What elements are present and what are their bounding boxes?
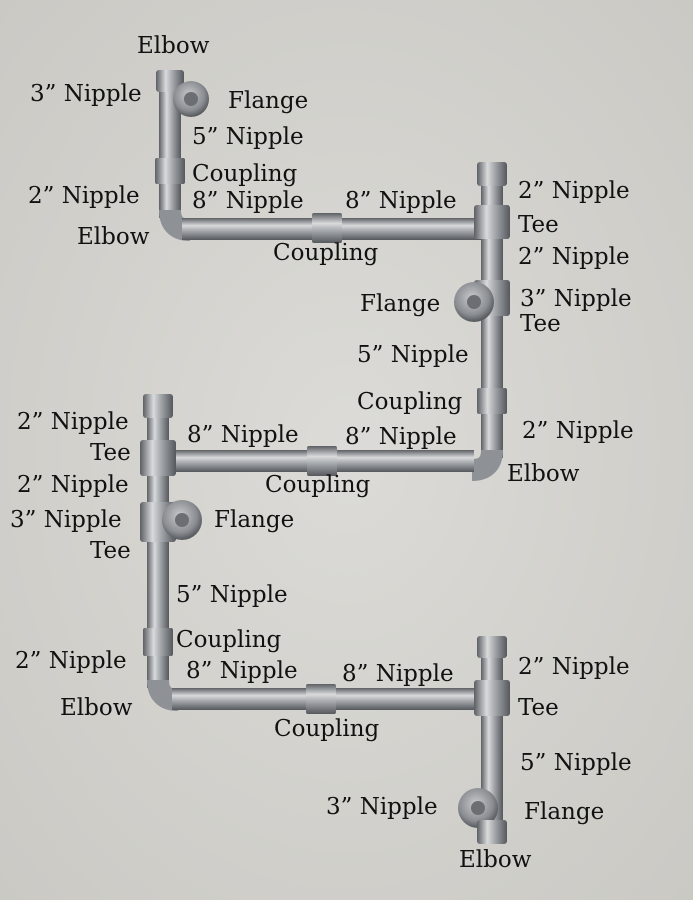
pipe-run-right-lower	[458, 636, 510, 844]
label-top-coupling-h: Coupling	[273, 240, 379, 266]
r1-tee-top-fitting	[474, 205, 510, 239]
label-r2-flange: Flange	[524, 799, 605, 825]
label-l-coupling: Coupling	[176, 627, 282, 653]
label-r2-2-nipple: 2” Nipple	[518, 654, 630, 680]
mid-coupling-fitting	[307, 446, 337, 476]
label-bot-8-nipple-left: 8” Nipple	[186, 658, 298, 684]
label-mid-elbow: Elbow	[507, 461, 580, 487]
l-coupling-fitting	[143, 628, 173, 656]
label-r1-tee-mid: Tee	[520, 311, 561, 337]
label-mid-coupling: Coupling	[265, 472, 371, 498]
r2-elbow-fitting	[477, 820, 507, 844]
label-r1-coupling: Coupling	[357, 389, 463, 415]
label-top-elbow: Elbow	[137, 33, 210, 59]
label-bot-elbow-left: Elbow	[60, 695, 133, 721]
label-r2-tee: Tee	[518, 695, 559, 721]
label-top-8-nipple-left: 8” Nipple	[192, 188, 304, 214]
label-r2-3-nipple: 3” Nipple	[326, 794, 438, 820]
bot-coupling-fitting	[306, 684, 336, 714]
label-r2-elbow: Elbow	[459, 847, 532, 873]
label-r1-2-nipple-bottom: 2” Nipple	[522, 418, 634, 444]
label-top-2-nipple-left: 2” Nipple	[28, 183, 140, 209]
label-r1-2-nipple-mid: 2” Nipple	[518, 244, 630, 270]
label-mid-8-nipple-left: 8” Nipple	[187, 422, 299, 448]
label-r1-3-nipple: 3” Nipple	[520, 286, 632, 312]
pipe-run-right-upper	[454, 162, 510, 458]
label-r1-flange: Flange	[360, 291, 441, 317]
pipe-run-top	[159, 209, 492, 243]
label-l-2-nipple-bottom: 2” Nipple	[15, 648, 127, 674]
label-l-tee-top: Tee	[90, 440, 131, 466]
label-top-5-nipple: 5” Nipple	[192, 124, 304, 150]
label-l-2-nipple-mid: 2” Nipple	[17, 472, 129, 498]
label-mid-8-nipple-right: 8” Nipple	[345, 424, 457, 450]
label-top-8-nipple-right: 8” Nipple	[345, 188, 457, 214]
label-l-5-nipple: 5” Nipple	[176, 582, 288, 608]
pipe-run-middle	[164, 446, 503, 481]
label-l-tee-mid: Tee	[90, 538, 131, 564]
label-r1-2-nipple-top: 2” Nipple	[518, 178, 630, 204]
top-coupling-fitting	[155, 158, 185, 184]
l-tee-top-fitting	[140, 440, 176, 476]
label-r1-tee-top: Tee	[518, 212, 559, 238]
label-top-elbow-left: Elbow	[77, 224, 150, 250]
pipe-run-bottom	[147, 679, 490, 714]
r2-tee-fitting	[474, 680, 510, 716]
label-r1-5-nipple: 5” Nipple	[357, 342, 469, 368]
label-l-flange: Flange	[214, 507, 295, 533]
label-top-flange: Flange	[228, 88, 309, 114]
r1-coupling-fitting	[477, 388, 507, 414]
label-r2-5-nipple: 5” Nipple	[520, 750, 632, 776]
label-l-3-nipple: 3” Nipple	[10, 507, 122, 533]
top-coupling-h-fitting	[312, 213, 342, 243]
label-top-3-nipple: 3” Nipple	[30, 81, 142, 107]
label-l-2-nipple-top: 2” Nipple	[17, 409, 129, 435]
pipe-run-left	[140, 394, 202, 688]
top-elbow-fitting	[156, 70, 184, 92]
label-bot-coupling: Coupling	[274, 716, 380, 742]
label-bot-8-nipple-right: 8” Nipple	[342, 661, 454, 687]
pipe-run-top-left	[155, 70, 209, 218]
label-top-coupling: Coupling	[192, 161, 298, 187]
